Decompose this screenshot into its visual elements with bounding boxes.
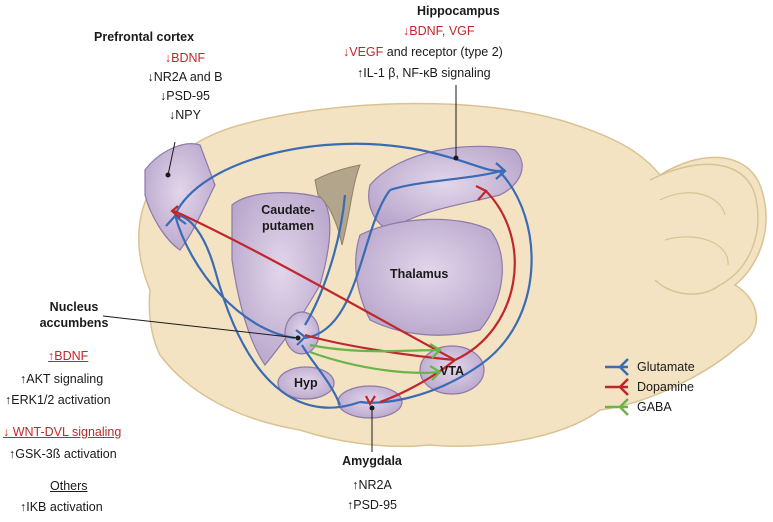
pfc-line-2-text: NR2A and B [153, 70, 223, 84]
nucleus-accumbens-title-line-2: accumbens [39, 316, 109, 330]
nac-group-3-header: Others [50, 479, 88, 493]
glutamate-pathways [173, 142, 533, 409]
nac-group-1-header: ↑BDNF [48, 349, 89, 363]
gaba-pathways [309, 343, 441, 374]
pfc-line-2-arrow: ↓ [147, 70, 154, 84]
pfc-line-3-arrow: ↓ [159, 89, 167, 103]
pfc-line-bdnf: ↓BDNF [150, 51, 220, 66]
pfc-line-1-text: BDNF [171, 51, 206, 65]
amygdala-line-1: ↑NR2A [352, 478, 392, 492]
caudate-label-line-2: putamen [261, 219, 315, 233]
hippocampus-line-2: ↓VEGF and receptor (type 2) [343, 45, 503, 60]
legend-dopamine-symbol [605, 378, 629, 396]
caudate-label-line-1: Caudate- [261, 203, 315, 217]
pfc-line-npy: ↓NPY [150, 108, 220, 123]
leader-lines [102, 85, 459, 452]
hippocampus-line-2-black: and receptor (type 2) [383, 45, 503, 59]
synapse-terminals [165, 162, 507, 407]
pfc-line-3-text: PSD-95 [166, 89, 211, 103]
nac-group-3-item-1: ↑IKB activation [20, 500, 103, 514]
legend-gaba-label: GABA [637, 400, 672, 414]
nac-group-2-item-1: ↑GSK-3ß activation [9, 447, 117, 461]
hippocampus-line-2-red: ↓VEGF [343, 45, 384, 59]
vta-label: VTA [440, 364, 465, 378]
pfc-line-1-arrow: ↓ [164, 51, 172, 65]
legend-dopamine-label: Dopamine [637, 380, 694, 394]
amygdala-title: Amygdala [342, 454, 402, 468]
dopamine-pathways [171, 189, 516, 404]
legend-glutamate-symbol [605, 358, 629, 376]
hippocampus-line-3: ↑IL-1 β, NF-κB signaling [357, 66, 491, 80]
lateral-ventricle [314, 164, 361, 246]
pfc-line-4-text: NPY [175, 108, 201, 122]
pfc-line-nr2a: ↓NR2A and B [130, 70, 240, 85]
thalamus-region [355, 218, 503, 336]
hippocampus-line-1: ↓BDNF, VGF [403, 24, 475, 38]
nucleus-accumbens-region [284, 311, 320, 355]
hypothalamus-region [277, 366, 335, 400]
nac-group-1-item-1: ↑AKT signaling [20, 372, 104, 386]
legend-gaba-symbol [605, 398, 629, 416]
cerebellum-outline [649, 163, 759, 295]
prefrontal-cortex-region [144, 143, 216, 251]
amygdala-line-2: ↑PSD-95 [346, 498, 398, 512]
legend-glutamate-label: Glutamate [637, 360, 695, 374]
thalamus-label: Thalamus [390, 267, 449, 281]
cerebellum-fold [659, 192, 726, 216]
legend [605, 358, 629, 416]
nac-group-1-item-2: ↑ERK1/2 activation [5, 393, 111, 407]
nac-group-2-header: ↓ WNT-DVL signaling [3, 425, 122, 439]
cerebellum-fold [664, 236, 729, 266]
nucleus-accumbens-title-line-1: Nucleus [49, 300, 99, 314]
prefrontal-cortex-title: Prefrontal cortex [94, 30, 195, 44]
hippocampus-title: Hippocampus [417, 4, 500, 18]
pfc-line-4-arrow: ↓ [169, 108, 176, 122]
pfc-line-psd95: ↓PSD-95 [145, 89, 225, 104]
hyp-label: Hyp [294, 376, 318, 390]
